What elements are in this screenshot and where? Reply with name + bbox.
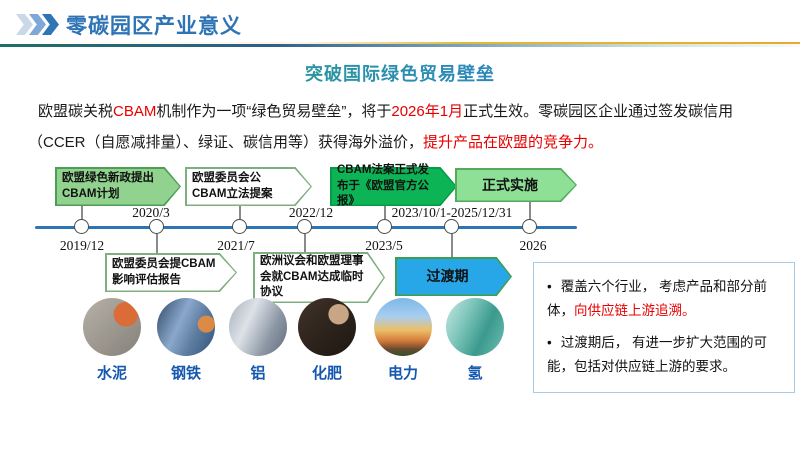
aluminum-coils-photo (229, 298, 287, 356)
timeline-date: 2022/12 (288, 205, 334, 220)
milestone-formal-implementation: 正式实施 (455, 168, 577, 202)
bullet-icon: • (547, 279, 552, 294)
milestone-label: 欧洲议会和欧盟理事会就CBAM达成临时协议 (260, 255, 364, 299)
intro-text: 欧盟碳关税 (38, 103, 114, 120)
intro-text-highlight: CBAM (113, 103, 157, 120)
milestone-label: 正式实施 (482, 176, 538, 193)
header-divider-blue (0, 44, 800, 47)
timeline-date: 2021/7 (217, 238, 255, 253)
power-lines-sunset-photo (374, 298, 432, 356)
bullet-icon: • (547, 334, 552, 350)
intro-text-highlight: 提升产品在欧盟的竞争力。 (423, 134, 604, 151)
header: 零碳园区产业意义 (0, 0, 800, 48)
milestone-label: 欧盟委员会公CBAM立法提案 (192, 171, 273, 200)
milestone-impact-assessment: 欧盟委员会提CBAM影响评估报告 (105, 253, 237, 292)
fertilizer-soil-hand-photo (298, 298, 356, 356)
section-subtitle: 突破国际绿色贸易壁垒 (0, 60, 800, 86)
chevron-right-icon (29, 14, 46, 35)
milestone-official-journal: CBAM法案正式发布于《欧盟官方公报》 (330, 164, 457, 208)
note-text-highlight: 向供应链上游追溯。 (574, 303, 696, 319)
cement-plastering-photo (83, 298, 141, 356)
intro-paragraph: 欧盟碳关税CBAM机制作为一项“绿色贸易壁垒”，将于2026年1月正式生效。零碳… (28, 96, 788, 158)
milestone-transition-period: 过渡期 (395, 257, 512, 296)
industry-label-steel: 钢铁 (170, 365, 201, 382)
timeline-node (149, 219, 164, 234)
industry-label-power: 电力 (387, 365, 418, 382)
note-text: 过渡期后， 有进一步扩大范围的可能，包括对供应链上游的要求。 (547, 334, 767, 374)
timeline-node (297, 219, 312, 234)
timeline-node (444, 219, 459, 234)
milestone-label: 欧盟绿色新政提出CBAM计划 (62, 171, 154, 200)
timeline-date: 2023/5 (365, 238, 403, 253)
industry-label-aluminum: 铝 (250, 365, 266, 382)
timeline-connector (81, 206, 83, 219)
intro-text: 机制作为一项“绿色贸易壁垒”，将于 (156, 103, 392, 120)
timeline-connector (384, 206, 386, 219)
header-divider-gold (0, 42, 800, 44)
intro-line-1: 欧盟碳关税CBAM机制作为一项“绿色贸易壁垒”，将于2026年1月正式生效。零碳… (28, 96, 788, 127)
timeline-connector (239, 206, 241, 219)
milestone-label: 过渡期 (426, 268, 469, 285)
chevron-right-icon (42, 14, 59, 35)
note-bullet-2: •过渡期后， 有进一步扩大范围的可能，包括对供应链上游的要求。 (547, 331, 781, 380)
timeline-connector (529, 202, 531, 219)
industry-label-hydrogen: 氢 (467, 365, 483, 382)
timeline-connector (156, 234, 158, 253)
note-bullet-1: •覆盖六个行业， 考虑产品和部分前体，向供应链上游追溯。 (547, 275, 781, 324)
industry-label-cement: 水泥 (96, 365, 127, 382)
timeline-date: 2023/10/1-2025/12/31 (391, 205, 513, 220)
note-text: 覆盖六个行业， 考虑产品和部分前体， (547, 279, 767, 319)
notes-box: •覆盖六个行业， 考虑产品和部分前体，向供应链上游追溯。 •过渡期后， 有进一步… (533, 262, 795, 393)
timeline-date: 2026 (519, 238, 547, 253)
intro-text: 正式生效。零碳园区企业通过签发碳信用 (463, 103, 734, 120)
timeline-node (522, 219, 537, 234)
timeline-node (74, 219, 89, 234)
milestone-label: 欧盟委员会提CBAM影响评估报告 (112, 257, 216, 286)
milestone-label: CBAM法案正式发布于《欧盟官方公报》 (337, 164, 429, 208)
timeline-date: 2020/3 (132, 205, 170, 220)
milestone-provisional-agreement: 欧洲议会和欧盟理事会就CBAM达成临时协议 (253, 252, 385, 303)
timeline-node (377, 219, 392, 234)
milestone-legislative-proposal: 欧盟委员会公CBAM立法提案 (185, 167, 312, 206)
intro-text-highlight: 2026年1月 (391, 103, 464, 120)
hydrogen-plant-photo (446, 298, 504, 356)
chevron-right-icon (16, 14, 33, 35)
intro-text: （CCER（自愿减排量）、绿证、碳信用等）获得海外溢价， (28, 134, 424, 151)
industry-label-fertilizer: 化肥 (311, 365, 342, 382)
timeline-connector (451, 234, 453, 257)
page-title: 零碳园区产业意义 (66, 15, 242, 38)
timeline-node (232, 219, 247, 234)
milestone-cbam-plan: 欧盟绿色新政提出CBAM计划 (55, 167, 181, 206)
timeline-date: 2019/12 (59, 238, 105, 253)
timeline-connector (304, 234, 306, 252)
intro-line-2: （CCER（自愿减排量）、绿证、碳信用等）获得海外溢价，提升产品在欧盟的竞争力。 (28, 127, 788, 158)
steel-mill-photo (157, 298, 215, 356)
